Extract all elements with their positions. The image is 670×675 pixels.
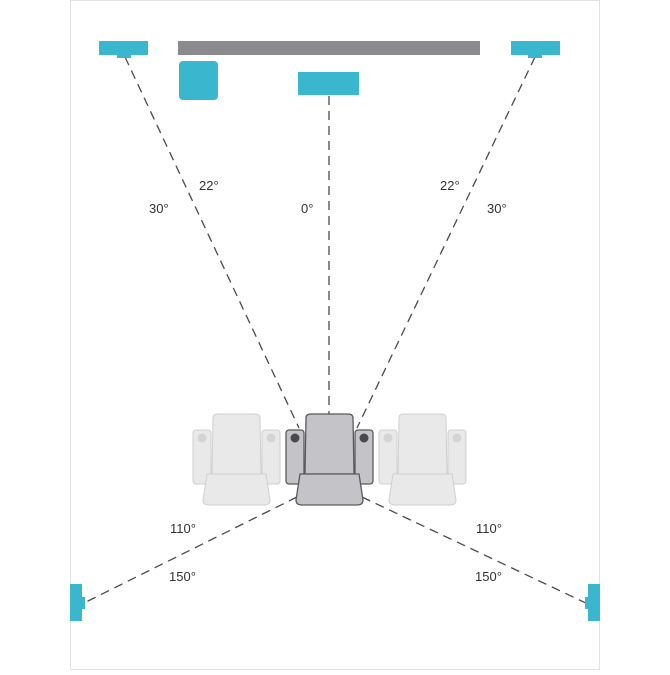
line-front-right (356, 56, 536, 429)
line-surround-right (361, 496, 591, 606)
subwoofer-icon (179, 61, 218, 100)
angle-label-front-right-outer: 30° (487, 201, 507, 216)
line-surround-left (79, 496, 298, 606)
speaker-center-icon (298, 72, 359, 95)
speaker-front-left-icon (99, 41, 148, 58)
angle-label-front-right-inner: 22° (440, 178, 460, 193)
diagram-frame (70, 0, 600, 670)
angle-label-front-left-inner: 22° (199, 178, 219, 193)
seat-icon-left (192, 413, 281, 506)
sight-lines (79, 56, 591, 606)
line-front-left (124, 56, 300, 429)
seat-icon-right (378, 413, 467, 506)
angle-label-front-left-outer: 30° (149, 201, 169, 216)
screen-icon (178, 41, 480, 55)
angle-label-surround-right-inner: 110° (476, 521, 502, 536)
angle-label-surround-left-outer: 150° (169, 569, 196, 584)
speaker-surround-right-icon (585, 584, 600, 621)
speaker-front-right-icon (511, 41, 560, 58)
angle-label-surround-right-outer: 150° (475, 569, 502, 584)
speaker-surround-left-icon (70, 584, 85, 621)
seat-icon-main (285, 413, 374, 506)
angle-label-surround-left-inner: 110° (170, 521, 196, 536)
angle-label-center: 0° (301, 201, 313, 216)
